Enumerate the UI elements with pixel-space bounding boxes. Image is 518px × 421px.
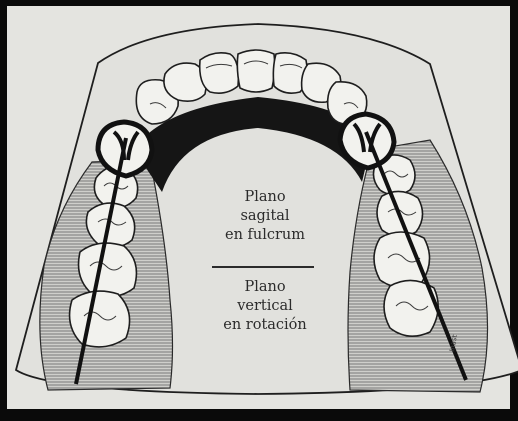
tooth-incisor-1 <box>200 53 239 93</box>
upper-caption: Plano sagital en fulcrum <box>200 188 330 245</box>
lower-caption-line-3: en rotación <box>200 316 330 335</box>
lower-caption: Plano vertical en rotación <box>200 278 330 335</box>
right-molar-1 <box>374 232 430 288</box>
tooth-incisor-2 <box>237 50 274 92</box>
lower-caption-line-2: vertical <box>200 297 330 316</box>
right-clasp <box>340 114 394 168</box>
left-molar-1 <box>79 243 137 297</box>
caption-divider <box>212 266 314 268</box>
left-molar-2 <box>70 291 130 347</box>
upper-caption-line-3: en fulcrum <box>200 226 330 245</box>
upper-caption-line-1: Plano <box>200 188 330 207</box>
upper-caption-line-2: sagital <box>200 207 330 226</box>
lower-caption-line-1: Plano <box>200 278 330 297</box>
